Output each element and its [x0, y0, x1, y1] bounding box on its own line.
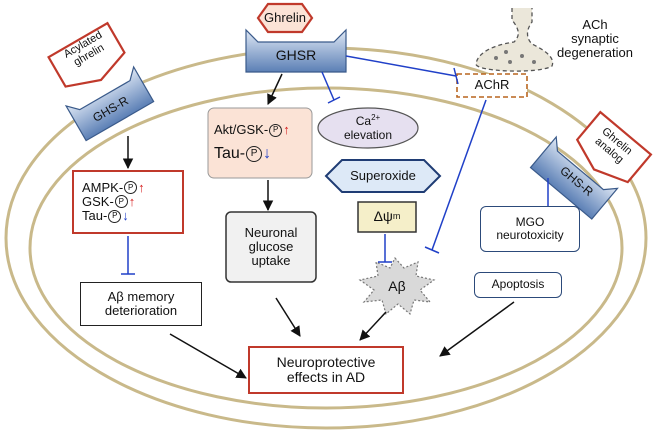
ach-line3: degeneration [557, 45, 633, 61]
apoptosis-text: Apoptosis [491, 277, 545, 292]
up-arrow-icon: ↑ [138, 179, 145, 195]
vesicle-dot [494, 56, 498, 60]
phospho-icon: P [108, 209, 122, 223]
phospho-icon: P [114, 195, 128, 209]
vesicle-dot [532, 60, 536, 64]
abeta-memory-line1: Aβ memory [107, 288, 175, 304]
ampk-row: AMPK- P ↑ [82, 179, 145, 195]
up-arrow-icon: ↑ [128, 193, 136, 209]
down-arrow-icon: ↓ [122, 208, 129, 224]
inhibit-ghsr-achr-bar [453, 67, 459, 85]
inhibit-achr-abeta [431, 99, 487, 251]
ampk-text: AMPK- [82, 179, 124, 195]
achr-text: AChR [474, 77, 510, 93]
mgo-box: MGO neurotoxicity [480, 206, 580, 252]
calcium-superscript: 2+ [371, 113, 381, 123]
calcium-ellipse [317, 107, 419, 149]
ghsr-label: GHSR [250, 44, 342, 68]
ghs-r-right-receptor [529, 135, 619, 220]
akt-box [207, 107, 313, 179]
inhibit-ghsr-ca [321, 71, 335, 101]
vesicle-dot [520, 54, 524, 58]
ghrelin-label: Ghrelin [258, 6, 312, 30]
delta-psi-text: Δψ [373, 208, 393, 225]
inner-membrane [28, 86, 624, 410]
arrow-apoptosis-to-neuro [439, 301, 515, 357]
ach-label: ACh synaptic degeneration [540, 10, 650, 68]
ach-line1: ACh [582, 16, 608, 32]
acylated-ghrelin-shape [47, 21, 126, 88]
akt-gsk-row: Akt/GSK- P ↑ [214, 122, 290, 138]
abeta-star-text: Aβ [388, 278, 406, 295]
mgo-line1: MGO [515, 214, 545, 229]
superoxide-text: Superoxide [350, 167, 416, 183]
phospho-icon: P [269, 123, 283, 137]
glucose-line1: Neuronal [244, 224, 298, 240]
calcium-text: Ca [355, 114, 372, 129]
vesicle-dot [508, 60, 512, 64]
akt-tau-label: Akt/GSK- P ↑ Tau- P ↓ [208, 112, 312, 174]
inhibit-ghsr-ca-bar [327, 96, 341, 104]
apoptosis-box: Apoptosis [474, 272, 562, 298]
calcium-label: Ca2+ elevation [320, 110, 416, 146]
neuroprotective-line2: effects in AD [286, 369, 366, 385]
calcium-line1: Ca2+ [355, 113, 381, 129]
abeta-star-label: Aβ [380, 276, 414, 298]
up-arrow-icon: ↑ [283, 122, 290, 138]
achr-box [456, 73, 528, 98]
abeta-memory-box: Aβ memory deterioration [80, 282, 202, 326]
tau-mid-text: Tau- [214, 145, 246, 163]
vesicle-dot [504, 50, 508, 54]
arrow-ghsr-to-akt [267, 73, 283, 105]
phospho-icon: P [246, 146, 263, 163]
abeta-memory-line2: deterioration [104, 303, 178, 318]
delta-psi-box [357, 201, 417, 233]
ghs-r-left-receptor [64, 65, 155, 142]
gsk-text: GSK- [82, 193, 114, 209]
glucose-uptake-label: Neuronal glucose uptake [226, 214, 316, 280]
superoxide-label: Superoxide [334, 164, 432, 188]
glucose-line2: glucose [248, 238, 294, 254]
neuroprotective-line1: Neuroprotective [276, 353, 376, 370]
arrow-abeta-to-neuro [359, 311, 387, 341]
tau-mid-row: Tau- P ↓ [214, 145, 271, 163]
tau-left-row: Tau- P ↓ [82, 208, 129, 224]
ampk-box: AMPK- P ↑ GSK- P ↑ Tau- P ↓ [72, 170, 184, 234]
gsk-row: GSK- P ↑ [82, 193, 136, 209]
abeta-star [358, 256, 436, 316]
arrow-glucose-to-neuro [275, 297, 301, 337]
arrow-abeta-mem-to-neuro [169, 333, 247, 379]
down-arrow-icon: ↓ [263, 145, 272, 163]
tau-left-text: Tau- [82, 208, 108, 224]
glucose-box [225, 211, 317, 283]
ghrelin-text: Ghrelin [264, 9, 306, 25]
neuroprotective-box: Neuroprotective effects in AD [248, 346, 404, 394]
ghsr-receptor [245, 28, 347, 73]
ghrelin-analog-shape [575, 110, 653, 184]
glucose-line3: uptake [251, 253, 291, 269]
ghsr-text: GHSR [275, 47, 317, 64]
inhibit-achr-abeta-bar [424, 246, 440, 254]
phospho-icon: P [124, 181, 138, 195]
superoxide-hexagon [324, 159, 442, 193]
mgo-line2: neurotoxicity [496, 228, 564, 242]
calcium-line2: elevation [343, 127, 393, 142]
ach-synaptic-terminal [475, 8, 554, 72]
ghrelin-hexagon [256, 2, 314, 34]
ach-line2: synaptic [571, 30, 619, 46]
delta-psi-subscript: m [392, 211, 401, 222]
akt-gsk-text: Akt/GSK- [214, 122, 269, 138]
achr-label: AChR [458, 75, 526, 96]
inhibit-ghsr-achr [345, 55, 457, 77]
